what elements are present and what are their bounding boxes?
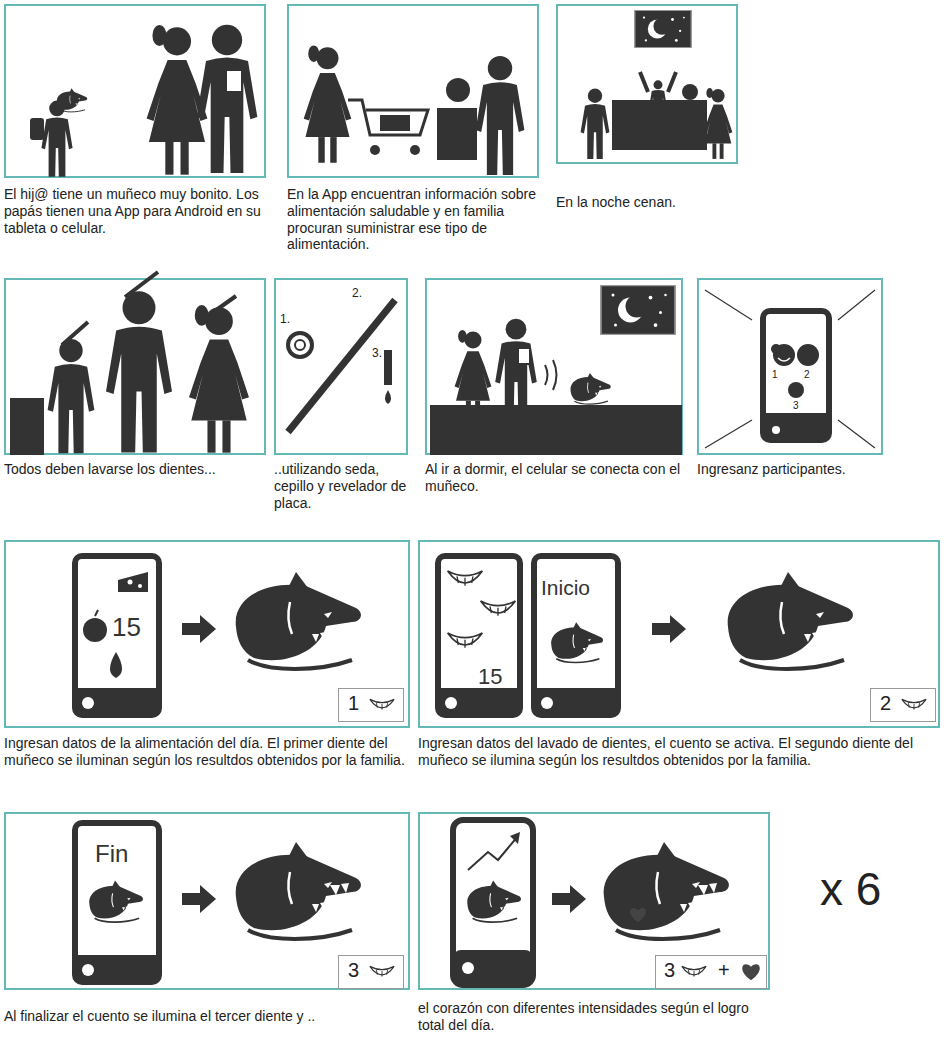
tooth-badge: 2 bbox=[870, 688, 936, 722]
story-panel: El hij@ tiene un muñeco muy bonito. Los … bbox=[4, 4, 266, 178]
inner-text: 15 bbox=[478, 664, 502, 690]
caption-text: Ingresan datos del lavado de dientes, el… bbox=[418, 735, 942, 769]
tooth-badge: 3 bbox=[338, 955, 404, 989]
inner-text: 1 bbox=[348, 691, 359, 715]
inner-text: + bbox=[718, 958, 730, 982]
caption-text: Al finalizar el cuento se ilumina el ter… bbox=[4, 1008, 416, 1025]
story-panel: el corazón con diferentes intensidades s… bbox=[418, 812, 770, 990]
tooth-badge: 1 bbox=[338, 688, 404, 722]
tooth-badge: 3+ bbox=[655, 955, 767, 989]
inner-text: Inicio bbox=[541, 575, 590, 600]
caption-text: ..utilizando seda, cepillo y revelador d… bbox=[274, 461, 414, 511]
phone-screen: 15 bbox=[72, 553, 162, 718]
inner-text: Fin bbox=[95, 840, 128, 869]
phone-screen: 15 bbox=[435, 553, 523, 718]
story-panel: En la noche cenan. bbox=[556, 4, 738, 164]
inner-text: 3 bbox=[664, 958, 675, 982]
story-panel: En la App encuentran información sobre a… bbox=[287, 4, 539, 178]
story-panel: Al ir a dormir, el celular se conecta co… bbox=[425, 278, 683, 455]
inner-text: 3. bbox=[372, 346, 382, 360]
inner-text: 2 bbox=[804, 369, 810, 381]
caption-text: En la App encuentran información sobre a… bbox=[287, 186, 549, 253]
inner-text: 15 bbox=[112, 612, 141, 643]
story-panel: Ingresanz participantes.123 bbox=[697, 278, 883, 455]
story-panel: Todos deben lavarse los dientes... bbox=[4, 278, 266, 455]
inner-text: 2. bbox=[352, 286, 362, 300]
caption-text: Ingresan datos de la alimentación del dí… bbox=[4, 735, 416, 769]
caption-text: Ingresanz participantes. bbox=[697, 461, 927, 478]
caption-text: En la noche cenan. bbox=[556, 194, 756, 211]
inner-text: 2 bbox=[880, 691, 891, 715]
story-panel: Al finalizar el cuento se ilumina el ter… bbox=[4, 812, 410, 990]
inner-text: 3 bbox=[348, 958, 359, 982]
story-panel: 1.2.3...utilizando seda, cepillo y revel… bbox=[274, 278, 408, 455]
phone-screen: Inicio bbox=[531, 553, 621, 718]
inner-text: 1 bbox=[772, 369, 778, 381]
inner-text: 1. bbox=[280, 312, 290, 326]
story-panel: Ingresan datos de la alimentación del dí… bbox=[4, 540, 410, 728]
caption-text: el corazón con diferentes intensidades s… bbox=[418, 1000, 778, 1034]
caption-text: El hij@ tiene un muñeco muy bonito. Los … bbox=[4, 186, 272, 236]
inner-text: 3 bbox=[793, 400, 799, 412]
repeat-label: x 6 bbox=[820, 862, 881, 917]
phone-screen: 1 2 3 bbox=[760, 308, 832, 443]
caption-text: Todos deben lavarse los dientes... bbox=[4, 461, 274, 478]
caption-text: Al ir a dormir, el celular se conecta co… bbox=[425, 461, 687, 495]
phone-screen: Fin bbox=[72, 820, 162, 985]
story-panel: Ingresan datos del lavado de dientes, el… bbox=[418, 540, 940, 728]
